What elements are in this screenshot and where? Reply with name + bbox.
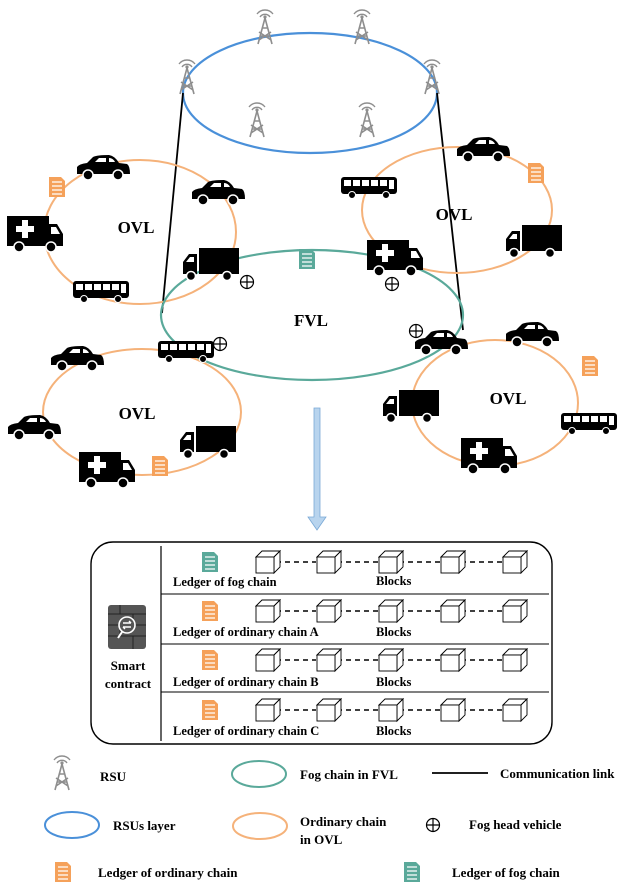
ordinary-ledger-doc-icon: [48, 176, 66, 198]
truck-icon: [182, 247, 240, 282]
legend-rsu-ring-swatch: [44, 811, 100, 839]
block-icon: [502, 648, 528, 672]
block-icon: [378, 550, 404, 574]
ambulance-icon: [460, 437, 518, 475]
car-icon: [505, 321, 560, 348]
block-icon: [255, 648, 281, 672]
ovl-label: OVL: [118, 218, 155, 237]
block-icon: [440, 550, 466, 574]
legend-rsu: RSU: [100, 769, 127, 784]
ovl-ring-top-right: [361, 146, 553, 274]
car-icon: [414, 329, 469, 356]
rsu-icon: [53, 755, 71, 791]
ledger-row-label: Ledger of fog chain: [173, 575, 277, 589]
block-icon: [502, 550, 528, 574]
legend-ledger-fog: Ledger of fog chain: [452, 865, 560, 880]
block-icon: [316, 698, 342, 722]
ordinary-ledger-doc-icon: [201, 699, 219, 721]
rsu-icon: [248, 102, 266, 138]
fvl-label: FVL: [294, 311, 328, 330]
ordinary-ledger-doc-icon: [201, 649, 219, 671]
bus-icon: [340, 176, 398, 199]
communication-link-left: [161, 92, 184, 314]
fog-ledger-doc-icon: [403, 861, 421, 883]
truck-icon: [179, 425, 237, 460]
blocks-label: Blocks: [376, 625, 412, 639]
ordinary-ledger-doc-icon: [201, 600, 219, 622]
block-icon: [378, 599, 404, 623]
ledger-row-label: Ledger of ordinary chain B: [173, 675, 319, 689]
fog-head-icon: [425, 817, 441, 833]
ovl-label: OVL: [119, 404, 156, 423]
legend-fog-chain: Fog chain in FVL: [300, 767, 398, 782]
block-icon: [502, 698, 528, 722]
block-icon: [255, 550, 281, 574]
ordinary-ledger-doc-icon: [527, 162, 545, 184]
blocks-label: Blocks: [376, 574, 412, 588]
block-icon: [316, 599, 342, 623]
block-icon: [316, 550, 342, 574]
blocks-label: Blocks: [376, 724, 412, 738]
legend-ordinary-ring-swatch: [232, 812, 288, 840]
ambulance-icon: [366, 239, 424, 277]
ledger-row-label: Ledger of ordinary chain C: [173, 724, 319, 738]
smart-contract-label-1: Smart: [111, 658, 146, 673]
ovl-ring-bottom-left: [42, 348, 242, 476]
block-icon: [440, 698, 466, 722]
car-icon: [50, 345, 105, 372]
ledger-panel: [90, 541, 553, 745]
truck-icon: [382, 389, 440, 424]
fog-head-icon: [212, 336, 228, 352]
blocks-label: Blocks: [376, 675, 412, 689]
block-icon: [378, 698, 404, 722]
ovl-label: OVL: [490, 389, 527, 408]
block-chains: [255, 550, 528, 722]
rsu-icon: [358, 102, 376, 138]
bus-icon: [157, 340, 215, 363]
fog-head-icon: [239, 274, 255, 290]
ordinary-ledger-doc-icon: [581, 355, 599, 377]
block-icon: [255, 599, 281, 623]
legend-communication-link: Communication link: [500, 766, 615, 781]
block-icon: [255, 698, 281, 722]
fog-head-icon: [384, 276, 400, 292]
ovl-label: OVL: [436, 205, 473, 224]
legend-rsus-layer: RSUs layer: [113, 818, 176, 833]
car-icon: [7, 414, 62, 441]
bus-icon: [560, 412, 618, 435]
rsus-layer-ring: [181, 31, 439, 155]
ambulance-icon: [78, 451, 136, 489]
down-arrow: [307, 407, 327, 531]
fog-ledger-doc-icon: [298, 248, 316, 270]
ledger-row-label: Ledger of ordinary chain A: [173, 625, 319, 639]
car-icon: [456, 136, 511, 163]
legend-ordinary-chain-1: Ordinary chain: [300, 814, 387, 829]
block-icon: [440, 648, 466, 672]
fog-ledger-doc-icon: [201, 551, 219, 573]
fog-head-icon: [408, 323, 424, 339]
block-icon: [440, 599, 466, 623]
car-icon: [76, 154, 131, 181]
legend-fog-head-vehicle: Fog head vehicle: [469, 817, 562, 832]
block-icon: [502, 599, 528, 623]
truck-icon: [505, 224, 563, 259]
communication-link-right: [436, 92, 464, 331]
car-icon: [191, 179, 246, 206]
ordinary-ledger-doc-icon: [54, 861, 72, 883]
smart-contract-icon: [108, 605, 146, 649]
bus-icon: [72, 280, 130, 303]
block-icon: [378, 648, 404, 672]
legend-ledger-ordinary: Ledger of ordinary chain: [98, 865, 238, 880]
legend-fog-ring-swatch: [231, 760, 287, 788]
smart-contract-label-2: contract: [105, 676, 152, 691]
rsu-icon: [256, 9, 274, 45]
ambulance-icon: [6, 215, 64, 253]
legend-ordinary-chain-2: in OVL: [300, 832, 343, 847]
block-icon: [316, 648, 342, 672]
ordinary-ledger-doc-icon: [151, 455, 169, 477]
